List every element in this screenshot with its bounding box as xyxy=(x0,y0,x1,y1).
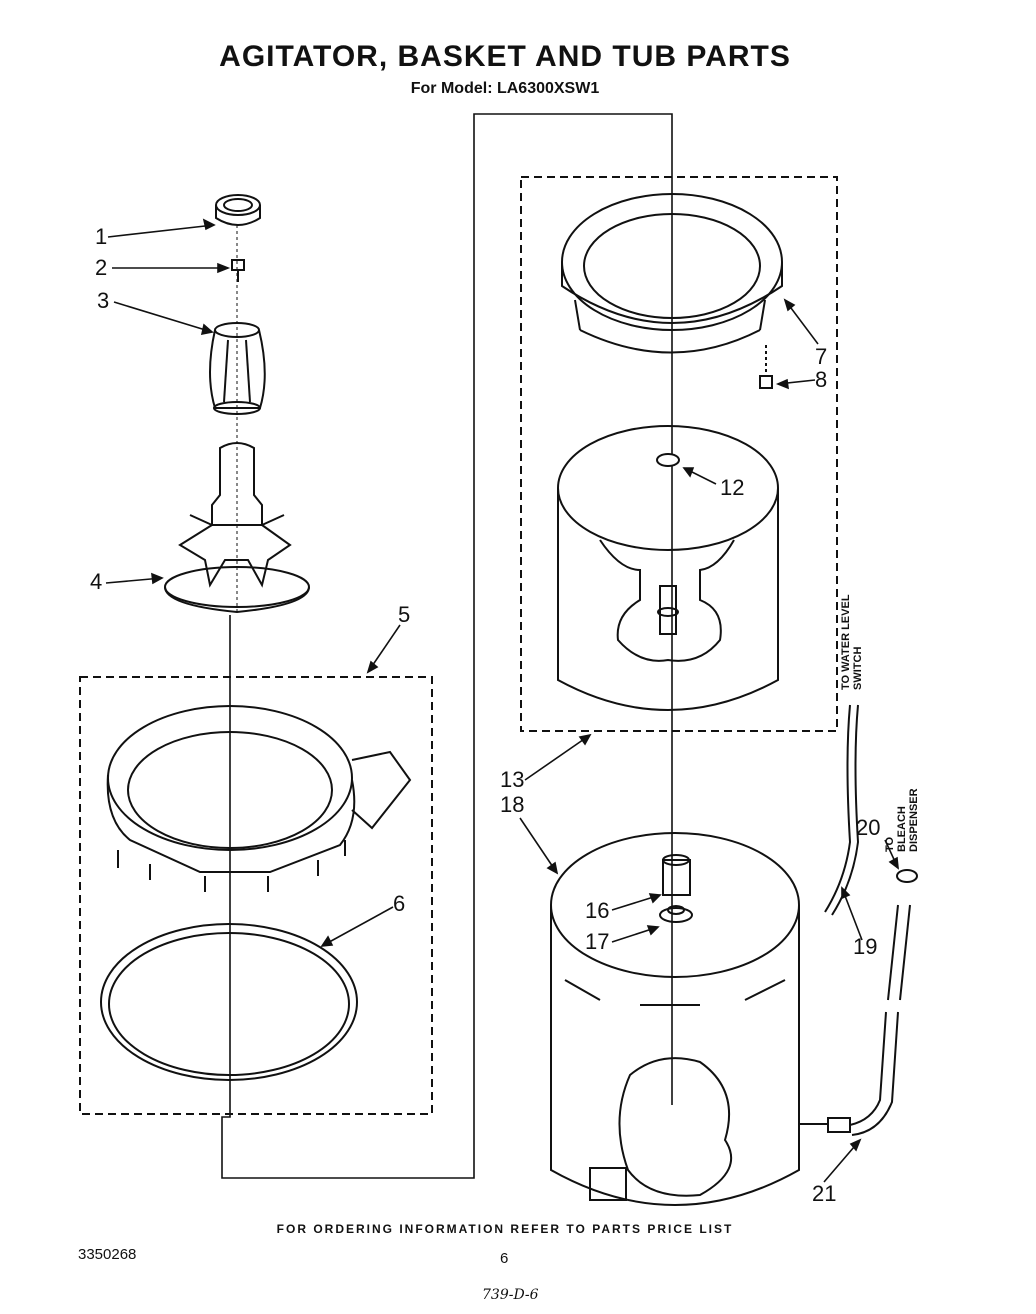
part-5-tub-ring xyxy=(106,705,412,892)
page-number: 6 xyxy=(500,1250,509,1267)
part-17-seal xyxy=(659,905,693,923)
kit-box-13 xyxy=(520,176,838,732)
bleach-dispenser-label: TO BLEACH DISPENSER xyxy=(884,788,920,852)
callout-7: 7 xyxy=(815,344,828,369)
part-1-agitator-cap xyxy=(215,194,261,226)
part-7-tub-ring xyxy=(561,193,783,354)
part-12-nut xyxy=(656,453,680,467)
part-16-bearing xyxy=(662,854,691,896)
callout-3: 3 xyxy=(97,288,110,313)
callout-20: 20 xyxy=(856,815,881,840)
callout-5: 5 xyxy=(398,602,411,627)
part-18-outer-tub xyxy=(550,832,800,1206)
callout-17: 17 xyxy=(585,929,610,954)
handwritten-code: 739-D-6 xyxy=(482,1287,539,1303)
water-level-switch-label: TO WATER LEVEL SWITCH xyxy=(840,594,864,690)
part-19-hose xyxy=(824,704,860,916)
callout-4: 4 xyxy=(90,569,103,594)
assembly-connector-line xyxy=(221,113,673,1179)
document-number: 3350268 xyxy=(78,1246,137,1263)
leader-arrows xyxy=(105,218,899,1183)
part-2-cam xyxy=(231,259,245,282)
part-21-hose xyxy=(799,904,911,1136)
callout-1: 1 xyxy=(95,224,108,249)
callout-21: 21 xyxy=(812,1181,837,1206)
ordering-info: FOR ORDERING INFORMATION REFER TO PARTS … xyxy=(276,1222,734,1236)
model-subtitle: For Model: LA6300XSW1 xyxy=(410,80,600,97)
callout-2: 2 xyxy=(95,255,108,280)
page-title: AGITATOR, BASKET AND TUB PARTS xyxy=(219,40,791,73)
callout-19: 19 xyxy=(853,934,878,959)
kit-box-5 xyxy=(79,676,433,1115)
callout-13: 13 xyxy=(500,767,525,792)
part-8-screw xyxy=(759,345,773,389)
callout-16: 16 xyxy=(585,898,610,923)
callout-18: 18 xyxy=(500,792,525,817)
part-13-basket xyxy=(557,425,779,711)
part-3-agitator-barrel xyxy=(209,322,266,415)
part-20-clamp xyxy=(896,869,918,883)
callout-6: 6 xyxy=(393,891,406,916)
part-4-agitator xyxy=(164,442,310,614)
part-6-gasket xyxy=(100,923,358,1081)
callout-8: 8 xyxy=(815,367,828,392)
callout-12: 12 xyxy=(720,475,745,500)
